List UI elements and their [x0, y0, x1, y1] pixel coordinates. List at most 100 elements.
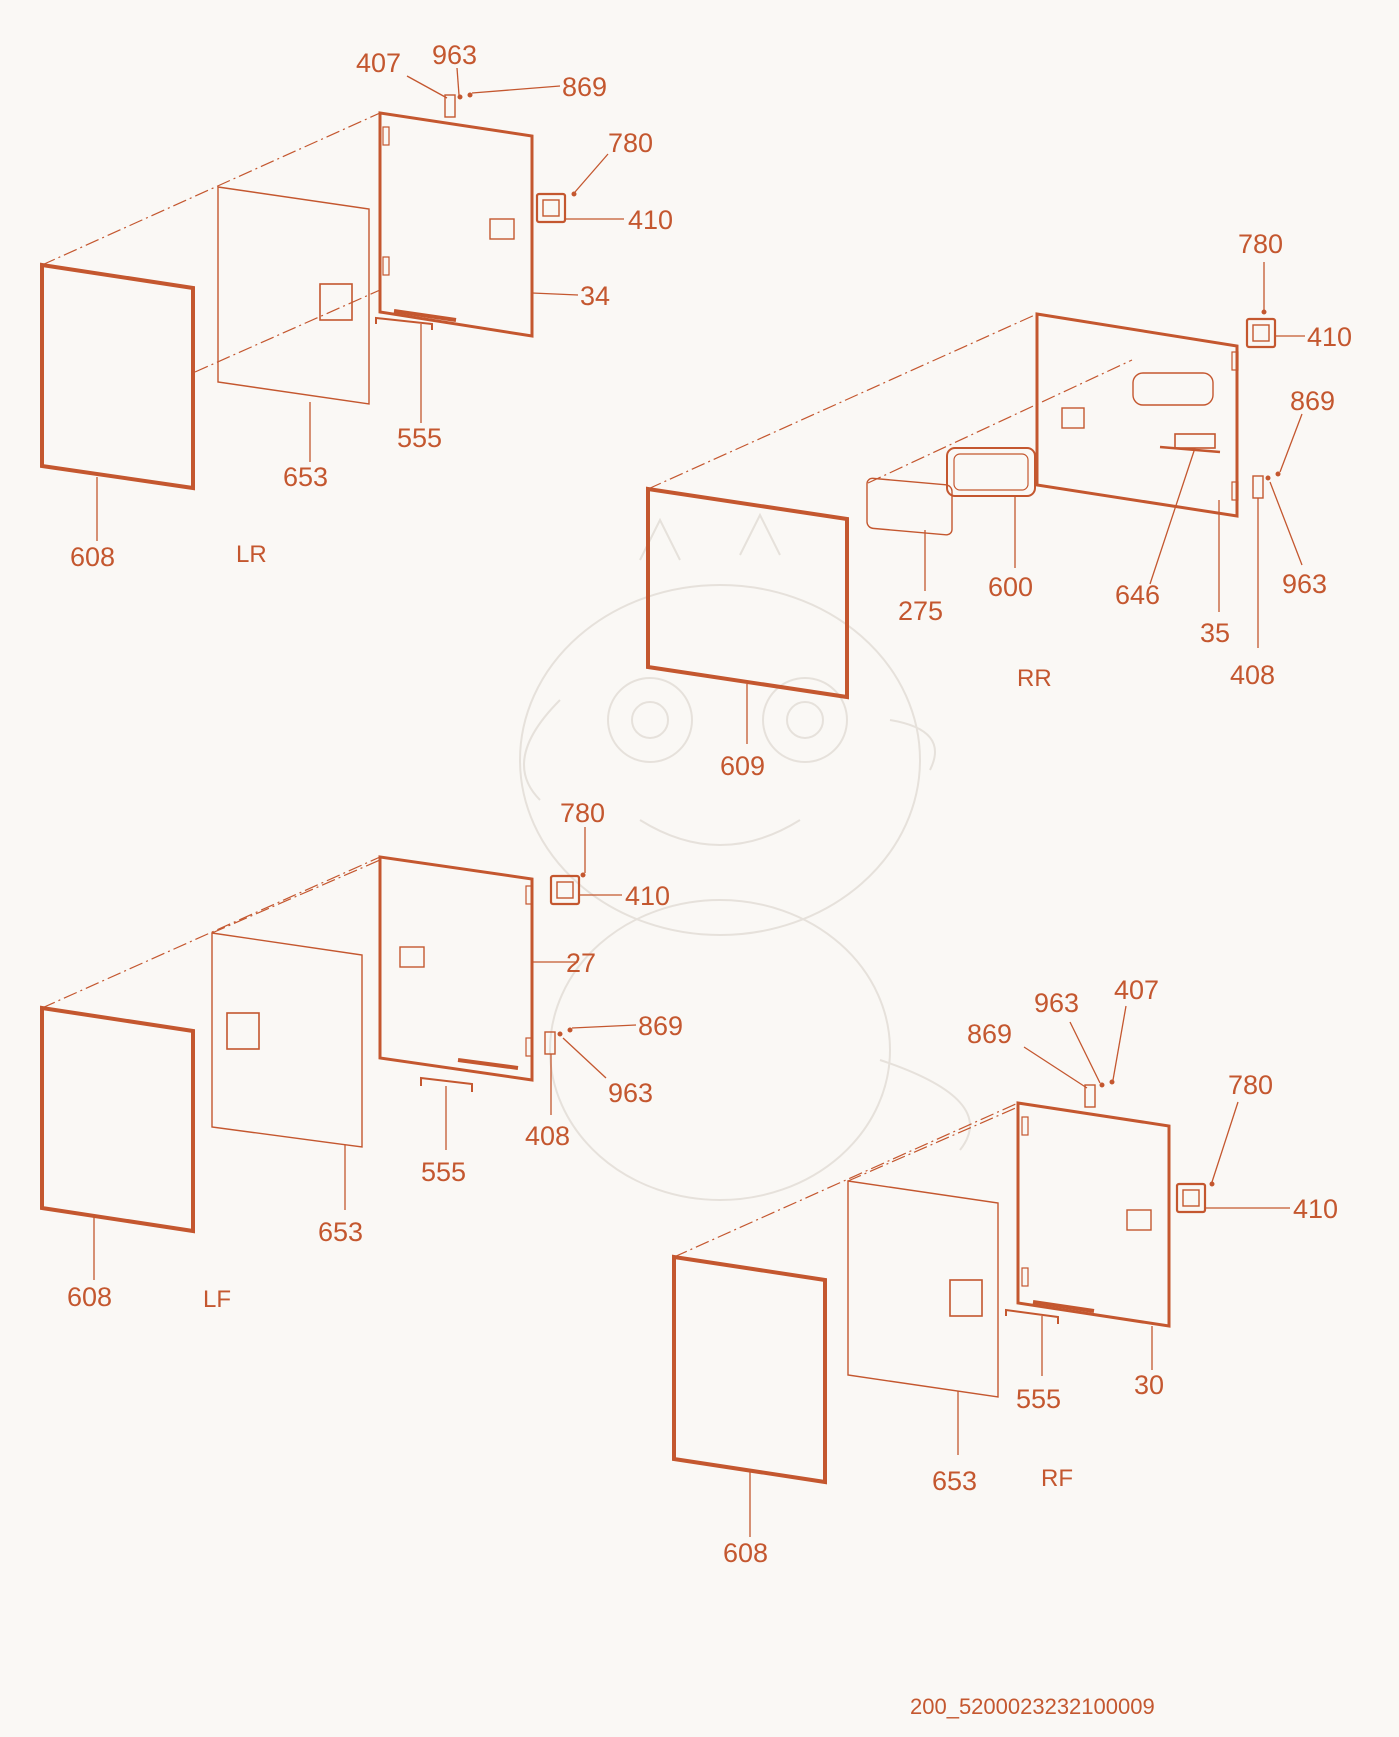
- lr-bottom-rail: [393, 309, 457, 322]
- group-lf-labels: 780 410 27 869 963 408 555 653 608 LF: [67, 798, 683, 1313]
- rf-part-407: [1084, 1084, 1096, 1108]
- rr-callout: 646: [1115, 580, 1160, 610]
- lr-hinge: [382, 256, 390, 276]
- lf-frame-608: [40, 1005, 195, 1234]
- lr-callout: 410: [628, 205, 673, 235]
- rf-callout: 653: [932, 1466, 977, 1496]
- lf-guides: [41, 856, 381, 1009]
- rf-view-label: RF: [1041, 1465, 1073, 1492]
- rf-part-555: [1005, 1308, 1059, 1324]
- lf-panel-653: [211, 932, 363, 1148]
- rr-callout: 410: [1307, 322, 1352, 352]
- lf-part-869: [567, 1027, 573, 1033]
- rr-ring-600-inner: [953, 453, 1029, 491]
- rf-panel-653: [847, 1180, 999, 1398]
- lf-part-555: [420, 1076, 473, 1092]
- rf-part-410-inner: [1182, 1189, 1200, 1207]
- lr-callout: 407: [356, 48, 401, 78]
- rr-ring-600: [946, 447, 1036, 497]
- lr-part-963: [457, 94, 463, 100]
- lr-callout: 608: [70, 542, 115, 572]
- rr-leaders: [746, 262, 1305, 744]
- lr-part-555: [375, 316, 433, 330]
- lf-part-963: [557, 1031, 563, 1037]
- lr-part-780: [571, 191, 577, 197]
- lr-callout: 555: [397, 423, 442, 453]
- lr-door-34-window: [489, 218, 515, 240]
- group-lr: [40, 67, 624, 541]
- lr-callout: 34: [580, 281, 610, 311]
- lf-part-410-inner: [556, 881, 574, 899]
- lr-panel-653: [217, 186, 370, 405]
- lr-part-410-inner: [542, 199, 560, 217]
- lr-guides: [41, 112, 381, 373]
- rr-callout: 600: [988, 572, 1033, 602]
- rf-callout: 963: [1034, 988, 1079, 1018]
- group-rf-labels: 963 869 407 780 410 30 555 653 608 RF: [723, 975, 1338, 1568]
- rr-part-410-inner: [1252, 324, 1270, 342]
- lf-door-27-window: [399, 946, 425, 968]
- rf-panel-653-window: [949, 1279, 983, 1317]
- rr-part-408: [1252, 475, 1264, 499]
- rr-door-35-slot: [1132, 372, 1214, 406]
- lr-callout: 963: [432, 40, 477, 70]
- lf-door-27: [378, 855, 534, 1082]
- lf-callout: 653: [318, 1217, 363, 1247]
- lf-callout: 555: [421, 1157, 466, 1187]
- lr-hinge: [382, 126, 390, 146]
- rf-callout: 869: [967, 1019, 1012, 1049]
- lr-callout: 653: [283, 462, 328, 492]
- rf-callout: 30: [1134, 1370, 1164, 1400]
- rf-callout: 780: [1228, 1070, 1273, 1100]
- rf-bottom-rail: [1032, 1300, 1095, 1313]
- rr-callout: 408: [1230, 660, 1275, 690]
- rf-door-30: [1016, 1101, 1171, 1328]
- lr-door-34: [378, 111, 534, 338]
- lf-leaders: [93, 827, 637, 1280]
- lf-callout: 963: [608, 1078, 653, 1108]
- lr-callout: 780: [608, 128, 653, 158]
- document-id: 200_5200023232100009: [910, 1694, 1155, 1719]
- lf-callout: 780: [560, 798, 605, 828]
- rr-part-963: [1265, 475, 1271, 481]
- rr-callout: 35: [1200, 618, 1230, 648]
- lf-part-410: [549, 874, 581, 906]
- group-rr: [646, 262, 1305, 744]
- rf-callout: 407: [1114, 975, 1159, 1005]
- group-rr-labels: 780 410 869 963 408 35 646 600 275 609 R…: [720, 229, 1352, 781]
- lf-view-label: LF: [203, 1286, 231, 1313]
- lr-part-869: [467, 92, 473, 98]
- lr-part-407: [444, 94, 456, 118]
- rr-callout: 869: [1290, 386, 1335, 416]
- rf-hinge: [1021, 1116, 1029, 1136]
- rf-leaders: [749, 1005, 1290, 1537]
- rr-part-410: [1245, 317, 1277, 349]
- rr-part-869: [1275, 471, 1281, 477]
- lf-hinge: [525, 885, 533, 905]
- group-lf: [40, 827, 637, 1280]
- rf-hinge: [1021, 1267, 1029, 1287]
- watermark-dragon: [519, 512, 971, 1201]
- lf-hinge: [525, 1037, 533, 1057]
- lr-panel-653-window: [319, 283, 353, 321]
- rf-callout: 410: [1293, 1194, 1338, 1224]
- rr-hinge: [1231, 351, 1239, 371]
- rr-guides: [647, 313, 1133, 490]
- rf-part-869: [1109, 1079, 1115, 1085]
- lr-frame-608: [40, 262, 195, 491]
- lf-callout: 608: [67, 1282, 112, 1312]
- rr-part-780: [1261, 309, 1267, 315]
- rr-callout: 275: [898, 596, 943, 626]
- lf-bottom-rail: [457, 1058, 519, 1070]
- lf-callout: 410: [625, 881, 670, 911]
- rr-handle-646: [1174, 433, 1216, 449]
- rr-callout: 963: [1282, 569, 1327, 599]
- rf-door-30-window: [1126, 1209, 1152, 1231]
- lr-view-label: LR: [236, 541, 267, 568]
- lr-leaders: [96, 67, 624, 541]
- rr-callout: 609: [720, 751, 765, 781]
- rf-callout: 555: [1016, 1384, 1061, 1414]
- rf-guides: [673, 1102, 1019, 1258]
- lf-callout: 408: [525, 1121, 570, 1151]
